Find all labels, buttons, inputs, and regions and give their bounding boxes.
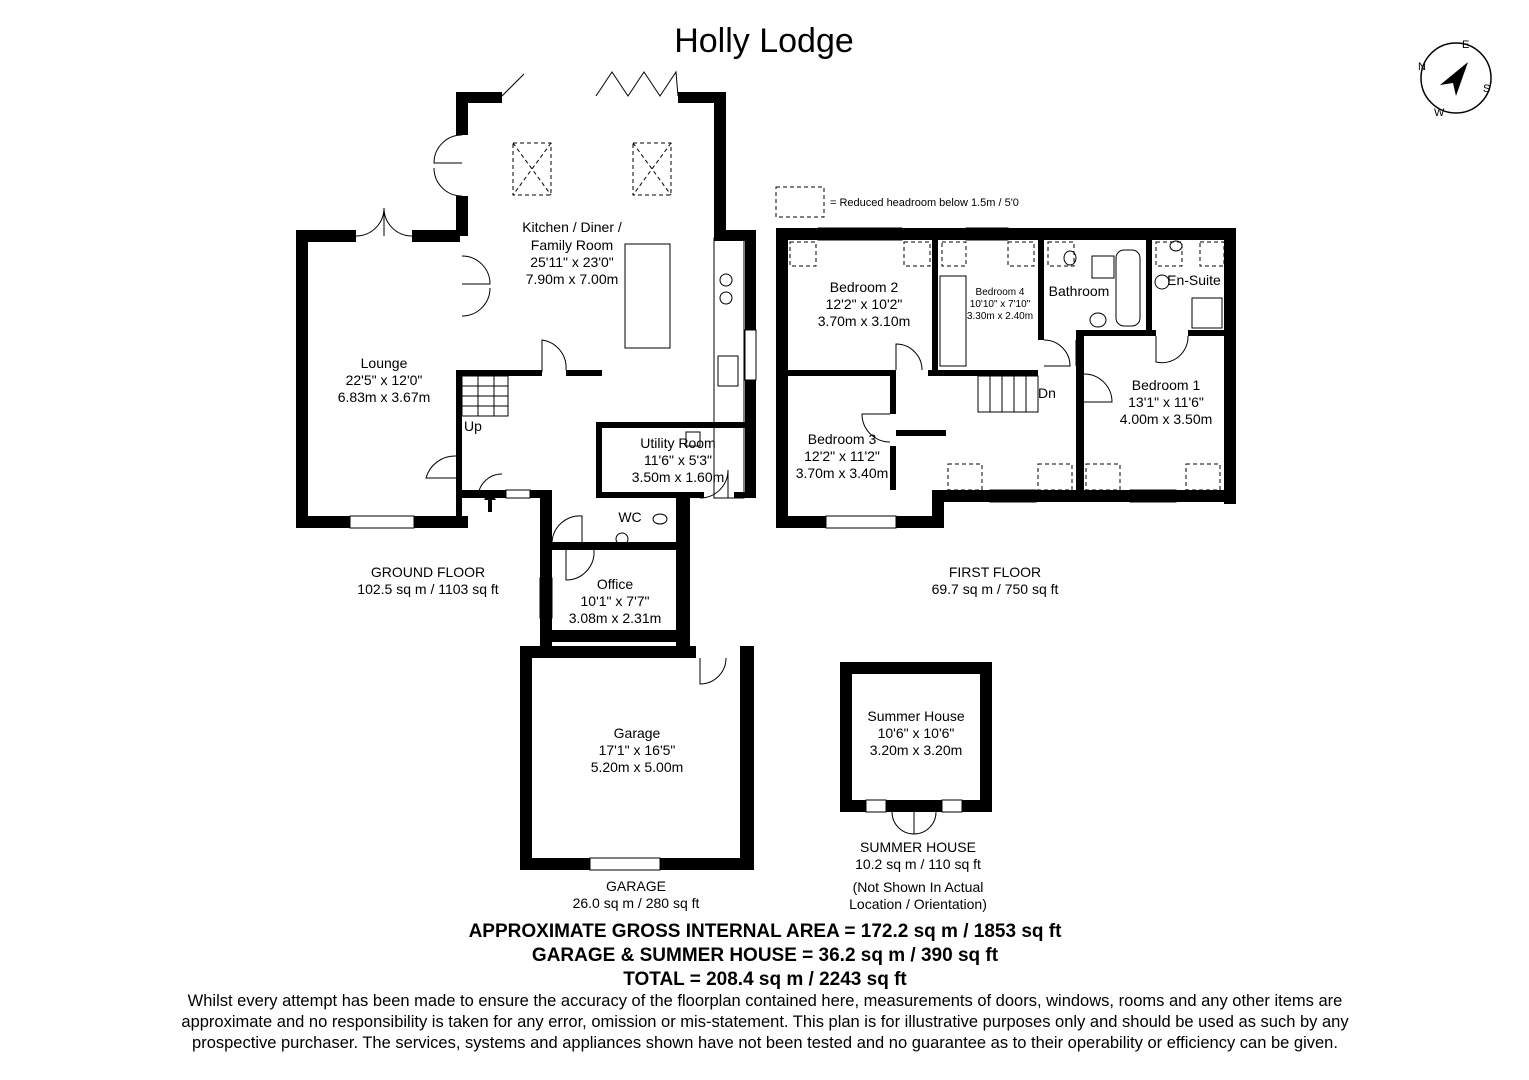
stairs-up-label: Up	[464, 418, 482, 434]
gross-area: APPROXIMATE GROSS INTERNAL AREA = 172.2 …	[469, 921, 1063, 942]
svg-text:3.70m x 3.10m: 3.70m x 3.10m	[818, 313, 911, 329]
compass-w: W	[1434, 107, 1445, 119]
svg-text:3.08m x 2.31m: 3.08m x 2.31m	[569, 610, 662, 626]
summer-house-plan	[840, 662, 992, 812]
room-lounge: Lounge 22'5" x 12'0" 6.83m x 3.67m	[338, 355, 431, 405]
entrance-arrow-icon	[484, 490, 496, 512]
svg-text:Kitchen / Diner /: Kitchen / Diner /	[522, 219, 622, 235]
first-floor-plan	[776, 228, 1236, 528]
svg-text:5.20m x 5.00m: 5.20m x 5.00m	[591, 759, 684, 775]
compass-icon: N E S W	[1418, 39, 1492, 119]
room-bathroom: Bathroom	[1049, 283, 1110, 299]
room-garage: Garage 17'1" x 16'5" 5.20m x 5.00m	[591, 725, 684, 775]
svg-text:approximate and no responsibil: approximate and no responsibility is tak…	[181, 1013, 1349, 1031]
svg-text:Lounge: Lounge	[361, 355, 408, 371]
svg-text:GROUND FLOOR: GROUND FLOOR	[371, 564, 485, 580]
svg-text:Bedroom 4: Bedroom 4	[976, 287, 1025, 298]
svg-text:4.00m x 3.50m: 4.00m x 3.50m	[1120, 411, 1213, 427]
first-floor-fixtures	[789, 227, 1225, 529]
svg-text:6.83m x 3.67m: 6.83m x 3.67m	[338, 389, 431, 405]
svg-text:Utility Room: Utility Room	[640, 435, 715, 451]
svg-text:12'2" x 10'2": 12'2" x 10'2"	[826, 296, 903, 312]
garage-label: GARAGE 26.0 sq m / 280 sq ft	[573, 878, 700, 911]
headroom-legend: = Reduced headroom below 1.5m / 5'0	[775, 186, 1019, 218]
svg-text:12'2" x 11'2": 12'2" x 11'2"	[804, 448, 880, 464]
svg-text:(Not Shown In Actual: (Not Shown In Actual	[853, 879, 984, 895]
svg-text:Whilst every attempt has been: Whilst every attempt has been made to en…	[188, 992, 1343, 1010]
room-en-suite: En-Suite	[1167, 272, 1221, 288]
summer-house-label: SUMMER HOUSE 10.2 sq m / 110 sq ft (Not …	[849, 839, 987, 912]
svg-text:SUMMER HOUSE: SUMMER HOUSE	[860, 839, 976, 855]
svg-text:Bedroom 1: Bedroom 1	[1132, 377, 1201, 393]
svg-text:22'5" x 12'0": 22'5" x 12'0"	[346, 372, 423, 388]
room-bedroom-1: Bedroom 1 13'1" x 11'6" 4.00m x 3.50m	[1120, 377, 1213, 427]
svg-text:102.5 sq m / 1103 sq ft: 102.5 sq m / 1103 sq ft	[357, 581, 498, 597]
svg-text:Bedroom 2: Bedroom 2	[830, 279, 899, 295]
svg-text:Garage: Garage	[614, 725, 661, 741]
svg-text:3.20m x 3.20m: 3.20m x 3.20m	[870, 742, 963, 758]
svg-text:3.70m x 3.40m: 3.70m x 3.40m	[796, 465, 889, 481]
compass-e: E	[1462, 39, 1469, 51]
svg-text:11'6" x 5'3": 11'6" x 5'3"	[644, 452, 712, 468]
svg-text:10'6" x 10'6": 10'6" x 10'6"	[878, 725, 955, 741]
svg-text:Family Room: Family Room	[531, 237, 613, 253]
room-wc: WC	[618, 509, 641, 525]
svg-text:Bedroom 3: Bedroom 3	[808, 431, 877, 447]
svg-text:7.90m x 7.00m: 7.90m x 7.00m	[526, 271, 619, 287]
total-area: TOTAL = 208.4 sq m / 2243 sq ft	[623, 969, 907, 990]
legend-text: = Reduced headroom below 1.5m / 5'0	[830, 197, 1019, 209]
svg-text:10'10" x 7'10": 10'10" x 7'10"	[970, 299, 1031, 310]
room-bedroom-3: Bedroom 3 12'2" x 11'2" 3.70m x 3.40m	[796, 431, 889, 481]
svg-text:FIRST FLOOR: FIRST FLOOR	[949, 564, 1041, 580]
room-summer-house: Summer House 10'6" x 10'6" 3.20m x 3.20m	[867, 708, 964, 758]
ground-floor-label: GROUND FLOOR 102.5 sq m / 1103 sq ft	[357, 564, 498, 597]
svg-text:26.0 sq m / 280 sq ft: 26.0 sq m / 280 sq ft	[573, 895, 700, 911]
svg-text:prospective purchaser. The ser: prospective purchaser. The services, sys…	[192, 1034, 1338, 1052]
room-bedroom-4: Bedroom 4 10'10" x 7'10" 3.30m x 2.40m	[967, 287, 1033, 322]
stairs-down-label: Dn	[1038, 385, 1056, 401]
svg-text:17'1" x 16'5": 17'1" x 16'5"	[599, 742, 676, 758]
ground-floor-fixtures	[349, 70, 757, 871]
room-utility: Utility Room 11'6" x 5'3" 3.50m x 1.60m	[632, 435, 725, 485]
svg-text:10.2 sq m / 110 sq ft: 10.2 sq m / 110 sq ft	[855, 856, 981, 872]
svg-text:3.30m x 2.40m: 3.30m x 2.40m	[967, 311, 1033, 322]
svg-text:Summer House: Summer House	[867, 708, 964, 724]
svg-text:69.7 sq m / 750 sq ft: 69.7 sq m / 750 sq ft	[932, 581, 1059, 597]
summer-house-fixtures	[865, 799, 963, 835]
compass-n: N	[1418, 61, 1426, 73]
svg-text:3.50m x 1.60m: 3.50m x 1.60m	[632, 469, 725, 485]
svg-text:25'11" x 23'0": 25'11" x 23'0"	[530, 254, 614, 270]
first-floor-label: FIRST FLOOR 69.7 sq m / 750 sq ft	[932, 564, 1059, 597]
svg-text:Office: Office	[597, 576, 634, 592]
compass-s: S	[1483, 83, 1490, 95]
svg-text:10'1" x 7'7": 10'1" x 7'7"	[581, 593, 650, 609]
room-kitchen: Kitchen / Diner / Family Room 25'11" x 2…	[522, 219, 622, 287]
ground-floor-plan	[296, 92, 756, 870]
plan-title: Holly Lodge	[674, 22, 854, 60]
room-bedroom-2: Bedroom 2 12'2" x 10'2" 3.70m x 3.10m	[818, 279, 911, 329]
area-totals: APPROXIMATE GROSS INTERNAL AREA = 172.2 …	[469, 921, 1063, 990]
disclaimer: Whilst every attempt has been made to en…	[181, 992, 1349, 1052]
room-office: Office 10'1" x 7'7" 3.08m x 2.31m	[569, 576, 662, 626]
svg-text:Location / Orientation): Location / Orientation)	[849, 896, 987, 912]
svg-text:GARAGE: GARAGE	[606, 878, 666, 894]
garage-summer-area: GARAGE & SUMMER HOUSE = 36.2 sq m / 390 …	[532, 945, 999, 966]
svg-text:13'1" x 11'6": 13'1" x 11'6"	[1128, 394, 1204, 410]
